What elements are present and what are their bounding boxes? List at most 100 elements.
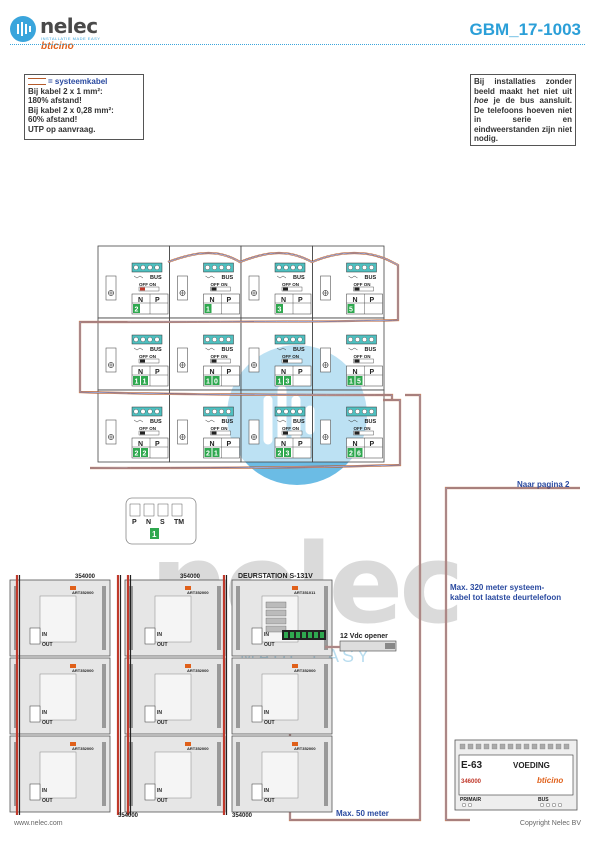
terminal-screw-icon <box>140 337 146 343</box>
address-digit: 2 <box>206 451 210 458</box>
handset-screw-cross <box>108 290 114 296</box>
address-digit-box <box>284 376 291 385</box>
main-module-pin <box>284 632 288 638</box>
dip-switch <box>353 286 374 292</box>
note-text-post: je de bus aansluit. De telefoons hoeven … <box>474 96 572 143</box>
handset-receiver <box>248 419 260 445</box>
power-vent <box>499 743 506 750</box>
terminal-screw-icon <box>204 337 210 343</box>
bus-label: BUS <box>365 347 377 353</box>
module-rail <box>236 742 240 806</box>
offon-label: OFF ON <box>354 354 371 359</box>
nelec-logo-icon <box>10 16 36 42</box>
dip-switch-knob <box>354 359 360 363</box>
footer-url[interactable]: www.nelec.com <box>14 820 63 827</box>
module-connector <box>144 627 156 645</box>
np-grid-lines <box>275 294 311 314</box>
out-label: OUT <box>42 642 53 648</box>
bus-cable-lower-core <box>89 399 401 469</box>
address-digit-box <box>355 448 363 457</box>
terminal-screw-icon <box>276 337 282 343</box>
out-label: OUT <box>42 798 53 804</box>
address-digit-box <box>133 304 140 313</box>
np-grid-lines <box>132 438 168 458</box>
bticino-mark-icon <box>185 664 191 668</box>
n-label: N <box>138 297 143 304</box>
terminal-screw-icon <box>297 337 303 343</box>
label-max-320: Max. 320 meter systeem- kabel tot laatst… <box>450 583 562 602</box>
out-label: OUT <box>157 720 168 726</box>
bus-label: BUS <box>293 419 305 425</box>
terminal-screw-icon <box>290 337 296 343</box>
module-connector <box>144 705 156 723</box>
bus-symbol-icon <box>133 419 144 423</box>
power-vent <box>483 743 490 750</box>
door-opener-plug <box>385 643 395 649</box>
address-digit: 1 <box>143 379 147 386</box>
bus-terminal <box>203 334 234 345</box>
power-code: 346000 <box>461 779 482 785</box>
np-grid-lines <box>132 366 168 386</box>
note-text-pre: Bij installaties zonder beeld maakt het … <box>474 77 572 96</box>
bus-symbol-icon <box>276 419 287 423</box>
out-label: OUT <box>157 798 168 804</box>
terminal-screw-icon <box>133 265 139 271</box>
address-digit-box <box>276 304 283 313</box>
power-bticino-logo: bticino <box>537 776 563 785</box>
terminal-screw-icon <box>140 409 146 415</box>
n-label: N <box>281 369 286 376</box>
main-module-contacts <box>265 625 287 633</box>
address-digit: 1 <box>278 379 282 386</box>
bus-terminal <box>203 262 234 273</box>
p-label: P <box>227 369 232 376</box>
module-rail <box>217 664 221 728</box>
dip-switch <box>210 430 231 436</box>
module-art-code: ART352000 <box>294 668 316 673</box>
power-vent <box>523 743 530 750</box>
main-module-contacts <box>265 609 287 617</box>
dip-switch <box>281 286 303 292</box>
dip-switch-knob <box>283 359 288 363</box>
bticino-mark-icon <box>185 586 191 590</box>
bus-symbol-icon <box>348 419 358 423</box>
address-digit-box <box>212 376 220 385</box>
address-digit: 1 <box>349 379 353 386</box>
p-label: P <box>155 297 160 304</box>
module-art-code: ART351011 <box>294 590 316 595</box>
terminal-screw-icon <box>348 265 354 271</box>
n-label: N <box>210 441 215 448</box>
main-module-pin <box>308 632 312 638</box>
handset-receiver <box>105 275 117 301</box>
terminal-screw-icon <box>348 409 354 415</box>
offon-label: OFF ON <box>211 282 228 287</box>
p-label: P <box>155 369 160 376</box>
module-connector <box>251 783 263 801</box>
power-vent <box>467 743 474 750</box>
dip-switch <box>281 358 303 364</box>
address-digit: 3 <box>286 379 290 386</box>
n-label: N <box>138 369 143 376</box>
module-face <box>39 595 77 643</box>
module-rail <box>236 664 240 728</box>
main-module-pin <box>302 632 306 638</box>
module-art-code: ART352000 <box>294 746 316 751</box>
zoom-label: N <box>146 519 151 526</box>
terminal-screw-icon <box>218 337 224 343</box>
n-label: N <box>210 369 215 376</box>
module-rail <box>324 586 328 650</box>
bus-cable-to-page2-core <box>445 487 580 821</box>
zoom-digit: 1 <box>152 530 157 539</box>
terminal-screw-icon <box>133 409 139 415</box>
bus-label: BUS <box>293 347 305 353</box>
brand-name: nelec <box>40 14 98 38</box>
address-digit-box <box>204 376 212 385</box>
out-label: OUT <box>264 642 275 648</box>
door-module <box>231 657 333 735</box>
address-digit: 0 <box>214 379 218 386</box>
label-naar-pagina: Naar pagina 2 <box>517 480 570 489</box>
module-art-code: ART352000 <box>72 590 94 595</box>
module-face <box>261 673 299 721</box>
module-connector <box>251 705 263 723</box>
handset-screw-cross <box>108 434 114 440</box>
